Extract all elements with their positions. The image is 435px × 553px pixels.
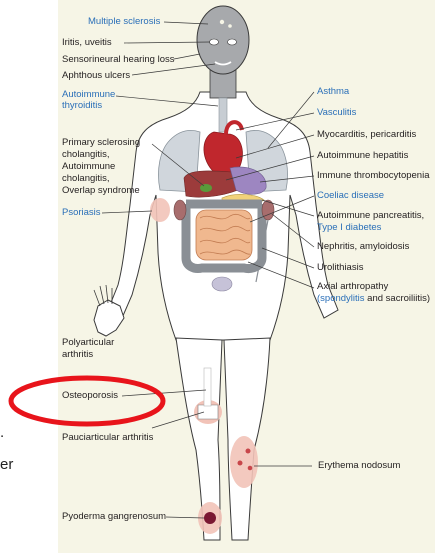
label-psc-line-2: cholangitis, bbox=[62, 149, 110, 161]
label-axial-arthropathy-2: (spondylitis and sacroiliitis) bbox=[317, 293, 430, 305]
label-psc-line-5: Overlap syndrome bbox=[62, 185, 140, 197]
gallbladder bbox=[200, 184, 212, 192]
label-sensorineural-hearing-loss: Sensorineural hearing loss bbox=[62, 54, 174, 66]
label-autoimmune-hepatitis: Autoimmune hepatitis bbox=[317, 150, 408, 162]
label-polyarticular-2: arthritis bbox=[62, 349, 93, 361]
bladder bbox=[212, 277, 232, 291]
label-autoimmune-thyroiditis-2: thyroiditis bbox=[62, 100, 102, 112]
label-polyarticular-1: Polyarticular bbox=[62, 337, 114, 349]
label-immune-thrombocytopenia: Immune thrombocytopenia bbox=[317, 170, 435, 182]
clipped-text-1: . bbox=[0, 424, 4, 441]
right-eye bbox=[228, 39, 237, 45]
label-pyoderma-gangrenosum: Pyoderma gangrenosum bbox=[62, 511, 166, 523]
label-psoriasis: Psoriasis bbox=[62, 207, 101, 219]
label-asthma: Asthma bbox=[317, 86, 349, 98]
shin-redness bbox=[230, 436, 258, 488]
left-kidney bbox=[174, 200, 186, 220]
label-iritis-uveitis: Iritis, uveitis bbox=[62, 37, 112, 49]
label-psc-line-3: Autoimmune bbox=[62, 161, 115, 173]
femur bbox=[204, 368, 211, 406]
brain-lesion bbox=[220, 20, 224, 24]
pyoderma-lesion bbox=[204, 512, 216, 524]
label-myocarditis-pericarditis: Myocarditis, pericarditis bbox=[317, 129, 416, 141]
label-psc-line-1: Primary sclerosing bbox=[62, 137, 140, 149]
left-eye bbox=[210, 39, 219, 45]
label-aphthous-ulcers: Aphthous ulcers bbox=[62, 70, 130, 82]
label-autoimmune-pancreatitis: Autoimmune pancreatitis, bbox=[317, 210, 424, 222]
label-multiple-sclerosis: Multiple sclerosis bbox=[88, 16, 160, 28]
clipped-text-2: er bbox=[0, 456, 13, 473]
psoriasis-patch bbox=[150, 198, 170, 222]
knee-joint bbox=[198, 405, 218, 419]
label-spondylitis: (spondylitis bbox=[317, 293, 365, 304]
label-sacroiliitis: and sacroiliitis) bbox=[365, 293, 430, 304]
label-axial-arthropathy-1: Axial arthropathy bbox=[317, 281, 388, 293]
label-coeliac-disease: Coeliac disease bbox=[317, 190, 384, 202]
label-vasculitis: Vasculitis bbox=[317, 107, 356, 119]
label-pauciarticular-arthritis: Pauciarticular arthritis bbox=[62, 432, 153, 444]
label-erythema-nodosum: Erythema nodosum bbox=[318, 460, 400, 472]
erythema-lesion bbox=[248, 466, 253, 471]
label-urolithiasis: Urolithiasis bbox=[317, 262, 363, 274]
brain-lesion bbox=[228, 24, 232, 28]
erythema-lesion bbox=[238, 461, 243, 466]
label-osteoporosis: Osteoporosis bbox=[62, 390, 118, 402]
erythema-lesion bbox=[246, 449, 251, 454]
label-autoimmune-thyroiditis-1: Autoimmune bbox=[62, 89, 115, 101]
label-nephritis-amyloidosis: Nephritis, amyloidosis bbox=[317, 241, 409, 253]
label-psc-line-4: cholangitis, bbox=[62, 173, 110, 185]
label-type-1-diabetes: Type I diabetes bbox=[317, 222, 381, 234]
